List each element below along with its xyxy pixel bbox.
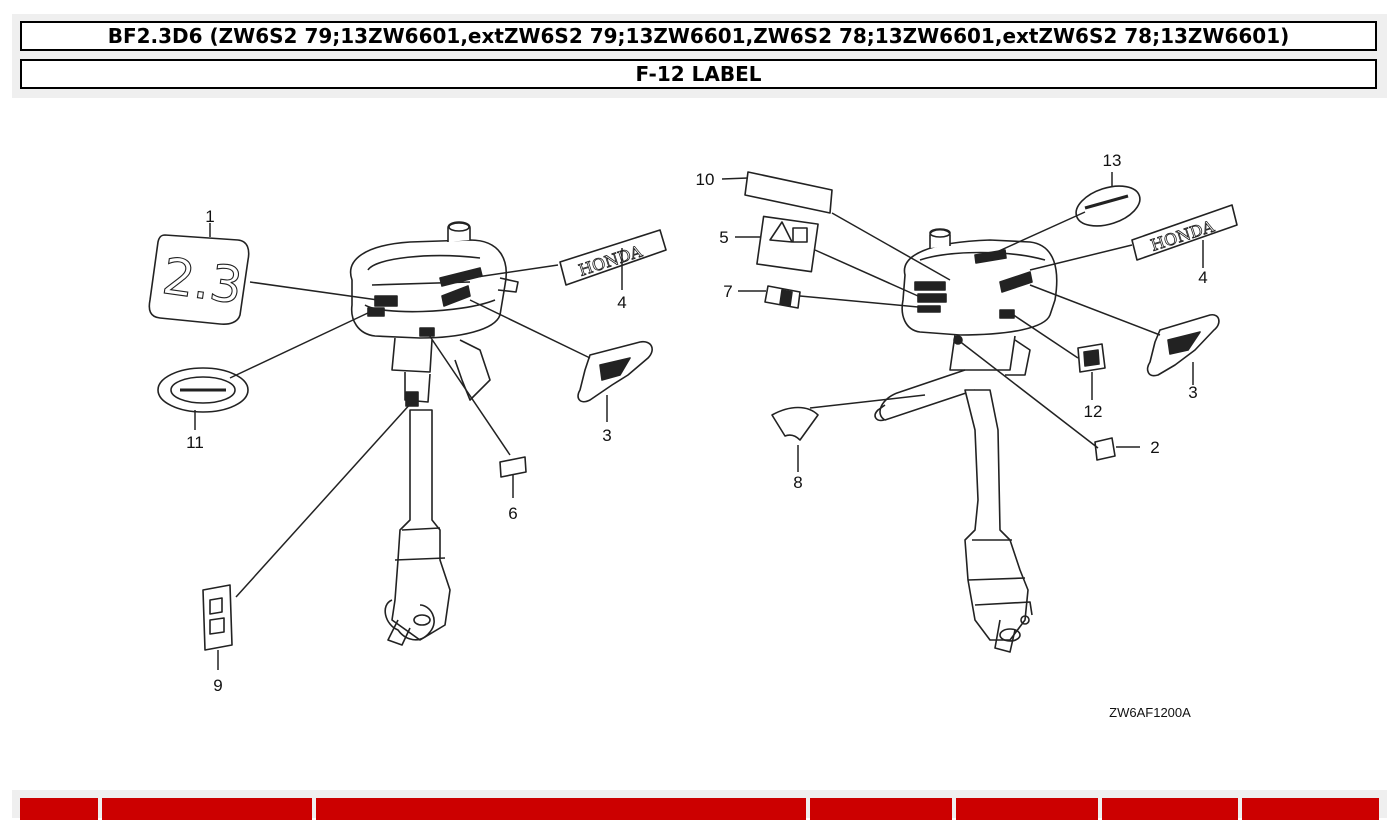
callout-12: 12 <box>1084 402 1103 421</box>
part-4a-honda-plate <box>559 229 667 286</box>
section-title: F-12 LABEL <box>20 59 1377 89</box>
table-col-7[interactable] <box>1242 798 1379 820</box>
callout-4-right: 4 <box>1198 268 1207 287</box>
part-1-badge <box>148 234 250 325</box>
page-header: BF2.3D6 (ZW6S2 79;13ZW6601,extZW6S2 79;1… <box>12 14 1387 98</box>
callout-7: 7 <box>723 282 732 301</box>
callout-9: 9 <box>213 676 222 695</box>
part-10-strip <box>744 171 833 214</box>
part-8-tiller-label <box>771 406 819 441</box>
callout-8: 8 <box>793 473 802 492</box>
part-9-caution-label <box>202 584 233 651</box>
part-6-label <box>499 456 527 478</box>
left-outboard-motor <box>349 221 519 646</box>
callout-3-right: 3 <box>1188 383 1197 402</box>
figure-code: ZW6AF1200A <box>1109 705 1191 720</box>
table-col-1[interactable] <box>20 798 98 820</box>
part-4b-honda-plate <box>1131 204 1238 261</box>
callout-2: 2 <box>1150 438 1159 457</box>
parts-table-header <box>12 790 1387 820</box>
callout-4-left: 4 <box>617 293 626 312</box>
callout-13: 13 <box>1103 151 1122 170</box>
callout-6: 6 <box>508 504 517 523</box>
exploded-view-drawing: HONDA HONDA 2.3 1 11 4 3 6 9 10 5 7 13 4… <box>148 151 1238 720</box>
table-col-3[interactable] <box>316 798 806 820</box>
part-2-small-label <box>1094 437 1116 461</box>
right-outboard-motor <box>874 228 1058 653</box>
part-13-top-badge <box>1075 185 1141 227</box>
part-5-warning-label <box>756 215 819 273</box>
table-col-2[interactable] <box>102 798 312 820</box>
table-col-4[interactable] <box>810 798 952 820</box>
callout-numbers: 1 11 4 3 6 9 10 5 7 13 4 3 12 2 8 <box>186 151 1208 695</box>
table-col-6[interactable] <box>1102 798 1238 820</box>
model-title: BF2.3D6 (ZW6S2 79;13ZW6601,extZW6S2 79;1… <box>20 21 1377 51</box>
leader-lines <box>194 172 1204 670</box>
part-1-badge-text: 2.3 <box>159 247 246 316</box>
callout-11: 11 <box>186 433 204 452</box>
parts-diagram: HONDA HONDA 2.3 1 11 4 3 6 9 10 5 7 13 4… <box>0 100 1399 780</box>
callout-3-left: 3 <box>602 426 611 445</box>
callout-1: 1 <box>205 207 214 226</box>
table-col-5[interactable] <box>956 798 1098 820</box>
callout-10: 10 <box>696 170 715 189</box>
callout-5: 5 <box>719 228 728 247</box>
